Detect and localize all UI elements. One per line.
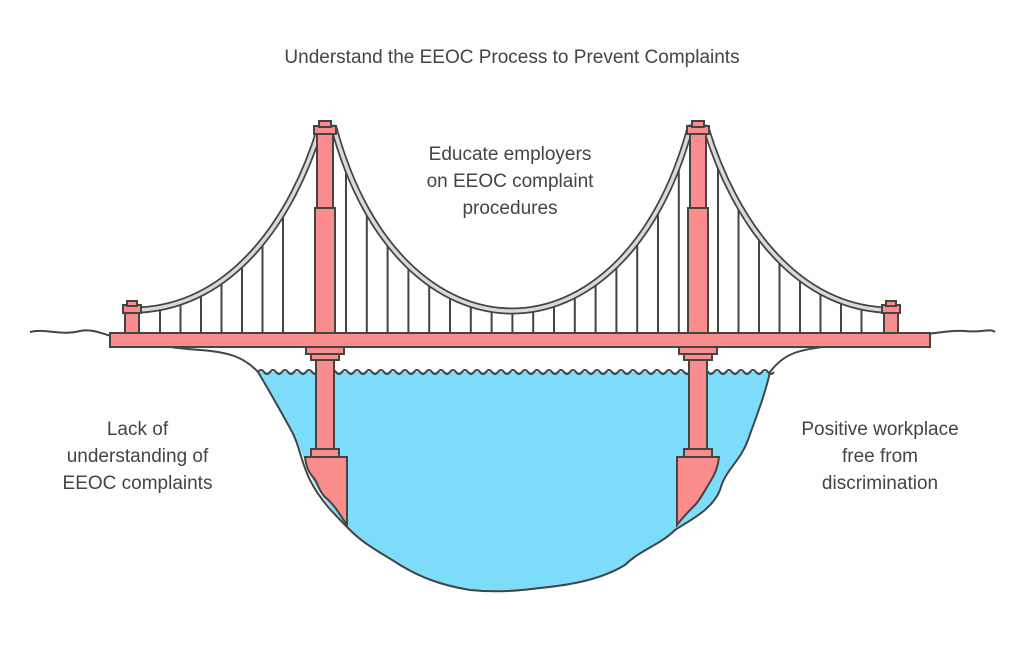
left-tower-upper	[316, 131, 334, 213]
right-pier-column	[688, 359, 708, 451]
start-label: Lack of understanding of EEOC complaints	[10, 416, 265, 497]
bridge-label-line: procedures	[462, 198, 558, 219]
bridge-label: Educate employers on EEOC complaint proc…	[360, 141, 660, 222]
bridge-label-line: on EEOC complaint	[426, 171, 594, 192]
right-end-post-top	[885, 300, 897, 307]
left-end-post-top	[126, 300, 138, 307]
main-cable	[138, 126, 322, 312]
right-tower-top	[691, 120, 705, 128]
right-tower-lower	[687, 207, 709, 334]
left-tower-top	[318, 120, 332, 128]
main-cable-outline	[702, 124, 888, 314]
end-label: Positive workplace free from discriminat…	[760, 416, 1000, 497]
main-cable	[332, 126, 692, 313]
right-tower-upper	[689, 131, 707, 213]
left-pier-footing	[303, 456, 348, 529]
end-label-line: Positive workplace	[801, 419, 959, 440]
right-pier-footing	[676, 456, 721, 529]
bridge-label-line: Educate employers	[428, 144, 592, 165]
water	[258, 372, 770, 592]
start-label-line: EEOC complaints	[62, 473, 213, 494]
end-label-line: discrimination	[821, 473, 939, 494]
left-tower-lower	[314, 207, 336, 334]
right-pier-cap	[678, 346, 718, 355]
bridge-deck	[109, 332, 931, 348]
right-pier-base-collar	[683, 448, 713, 458]
left-pier-base-collar	[310, 448, 340, 458]
diagram-title: Understand the EEOC Process to Prevent C…	[284, 47, 740, 68]
start-label-line: Lack of	[106, 419, 169, 440]
left-pier-column	[315, 359, 335, 451]
riverbank-outline	[29, 329, 996, 593]
main-cable-outline	[136, 124, 324, 314]
left-pier-cap	[305, 346, 345, 355]
start-label-line: understanding of	[66, 446, 209, 467]
main-cable	[704, 126, 886, 312]
end-label-line: free from	[841, 446, 919, 467]
